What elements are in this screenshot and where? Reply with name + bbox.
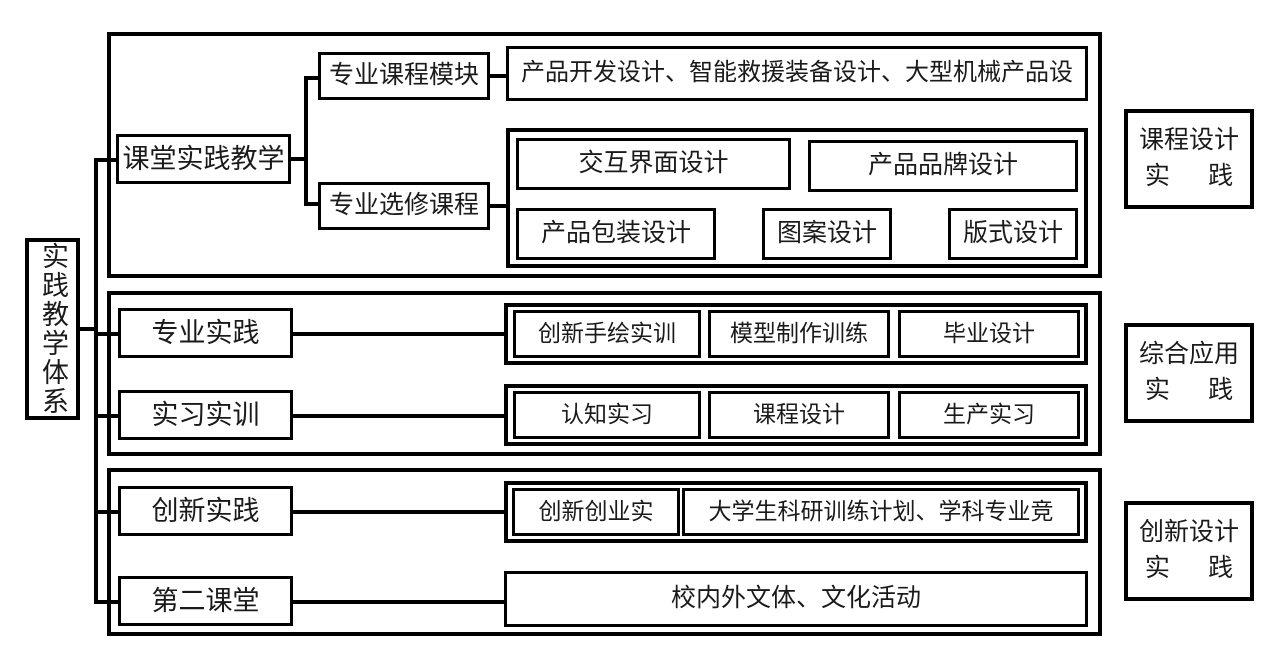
spine-stub-second-classroom	[94, 600, 118, 604]
connector-innovation-practice	[293, 510, 508, 514]
branch-major-practice: 专业实践	[118, 308, 293, 358]
leaf-cognitive-internship: 认知实习	[513, 391, 701, 439]
panel-comprehensive-application	[107, 291, 1102, 456]
root-connector	[80, 327, 96, 331]
leaf-product-packaging-design: 产品包装设计	[516, 208, 716, 260]
tier-label-line1: 课程设计	[1138, 126, 1239, 154]
spine-stub-classroom	[94, 158, 116, 162]
classroom-fork-branch-bottom	[304, 202, 322, 206]
tier-label-line2: 实 践	[1144, 163, 1250, 190]
leaf-product-brand-design: 产品品牌设计	[808, 140, 1078, 192]
connector-second-classroom	[293, 600, 508, 604]
connector-major-course-module	[490, 74, 508, 78]
tier-label-line1: 创新设计	[1138, 518, 1239, 546]
root-node-label: 实践教学体系	[38, 242, 68, 416]
classroom-fork-stub	[291, 157, 308, 161]
tier-label-line2: 实 践	[1144, 377, 1250, 404]
leaf-innovation-entrepreneurship: 创新创业实	[512, 488, 680, 536]
leaf-campus-culture-activities: 校内外文体、文化活动	[504, 571, 1088, 627]
leaf-layout-design: 版式设计	[948, 208, 1078, 260]
leaf-graduation-design: 毕业设计	[898, 310, 1080, 358]
leaf-student-research-competition: 大学生科研训练计划、学科专业竞	[682, 488, 1080, 536]
classroom-fork-vertical	[304, 76, 308, 206]
panel-classroom-practice	[107, 32, 1102, 278]
branch-classroom-practice: 课堂实践教学	[116, 134, 291, 184]
leaf-creative-sketch-training: 创新手绘实训	[513, 310, 701, 358]
leaf-model-making-training: 模型制作训练	[708, 310, 890, 358]
connector-internship-training	[293, 414, 508, 418]
branch-second-classroom: 第二课堂	[118, 576, 293, 626]
tier-label-line1: 综合应用	[1138, 340, 1239, 368]
classroom-fork-branch-top	[304, 76, 322, 80]
root-spine-vertical	[94, 158, 98, 602]
subbranch-major-elective-course: 专业选修课程	[318, 182, 490, 230]
leaf-course-design: 课程设计	[708, 391, 890, 439]
spine-stub-internship	[94, 414, 118, 418]
spine-stub-major-practice	[94, 332, 118, 336]
panel-innovation-design	[107, 468, 1102, 636]
tier-label-course-design-practice: 课程设计 实 践	[1124, 109, 1254, 209]
spine-stub-innovation-practice	[94, 510, 118, 514]
branch-internship-training: 实习实训	[118, 390, 293, 440]
leaf-pattern-design: 图案设计	[762, 208, 892, 260]
root-node: 实践教学体系	[25, 238, 80, 420]
connector-major-elective-course	[490, 204, 508, 208]
leaf-production-internship: 生产实习	[898, 391, 1080, 439]
branch-innovation-practice: 创新实践	[118, 486, 293, 536]
tier-label-comprehensive-application-practice: 综合应用 实 践	[1124, 323, 1254, 423]
subbranch-major-course-module: 专业课程模块	[318, 52, 490, 100]
leaf-interaction-ui-design: 交互界面设计	[516, 138, 791, 190]
tier-label-innovation-design-practice: 创新设计 实 践	[1124, 501, 1254, 601]
tier-label-line2: 实 践	[1144, 555, 1250, 582]
leaf-major-course-list: 产品开发设计、智能救援装备设计、大型机械产品设	[506, 46, 1088, 101]
connector-major-practice	[293, 332, 508, 336]
